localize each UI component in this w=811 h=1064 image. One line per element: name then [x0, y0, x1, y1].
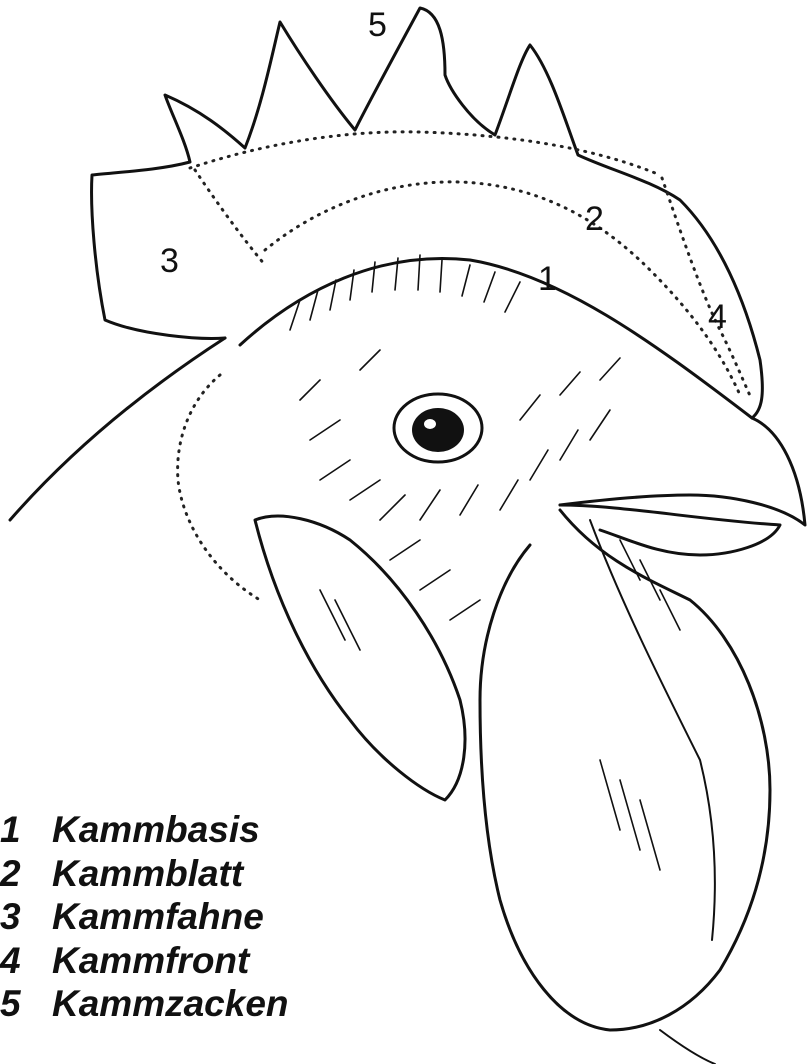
neck-lower-line [660, 1030, 715, 1064]
legend-label: Kammfront [52, 940, 249, 981]
legend-label: Kammfahne [52, 896, 264, 937]
neck-back-line [10, 338, 225, 520]
comb-outline [92, 8, 763, 418]
wattle-outline [480, 510, 770, 1030]
legend-number: 1 [0, 808, 52, 852]
eye-highlight [424, 419, 436, 429]
callout-4: 4 [708, 298, 727, 336]
callout-3: 3 [160, 242, 179, 280]
legend-label: Kammblatt [52, 853, 243, 894]
zone-line-blade [190, 132, 660, 175]
callout-1: 1 [538, 260, 557, 298]
legend-number: 3 [0, 895, 52, 939]
legend-number: 5 [0, 982, 52, 1026]
eye-pupil [412, 408, 464, 452]
legend-label: Kammbasis [52, 809, 260, 850]
legend-label: Kammzacken [52, 983, 289, 1024]
callout-5: 5 [368, 6, 387, 44]
legend-number: 4 [0, 939, 52, 983]
zone-line-face [178, 375, 260, 600]
legend-number: 2 [0, 852, 52, 896]
earlobe-outline [255, 516, 465, 800]
zone-line-blade-left [195, 170, 265, 265]
callout-2: 2 [585, 200, 604, 238]
zone-line-base [265, 182, 740, 395]
